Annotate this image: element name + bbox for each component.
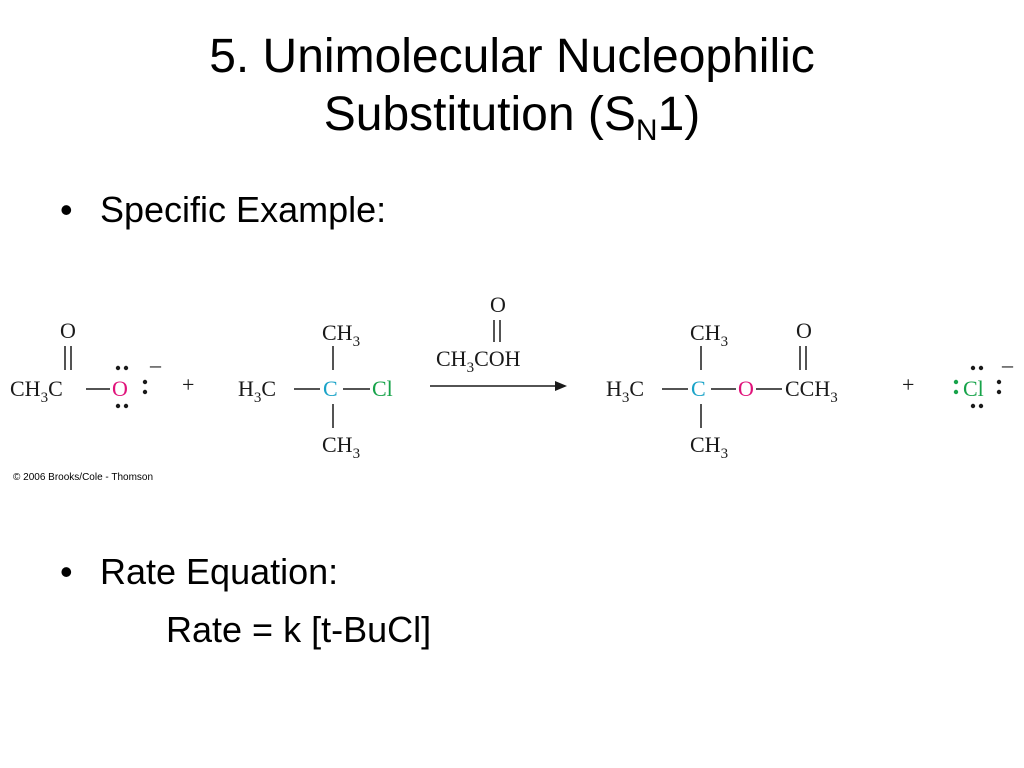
bullet-rate-equation: • Rate Equation:	[60, 550, 338, 594]
tbucl-ch3-top: CH3	[322, 320, 360, 350]
chloride-charge: –	[1001, 352, 1014, 377]
bullet-dot-icon: •	[60, 189, 73, 230]
copyright-notice: © 2006 Brooks/Cole - Thomson	[13, 472, 154, 483]
bullet-dot-icon: •	[60, 551, 73, 592]
acetate-carbonyl-o: O	[60, 318, 76, 343]
title-line-2-pre: Substitution (S	[323, 88, 636, 141]
reagent-formula: CH3COH	[436, 346, 521, 376]
tbucl-ch3-bottom: CH3	[322, 432, 360, 462]
product-ester-o: O	[738, 376, 754, 401]
plus-sign-2: +	[902, 372, 914, 397]
reaction-conditions: O CH3COH	[430, 292, 567, 391]
product-h3c: H3C	[606, 376, 644, 406]
acetate-ch3c: CH3C	[10, 376, 63, 406]
title-subscript: N	[635, 114, 658, 147]
tbutyl-acetate-product: CH3 H3C C O O CCH3 CH3	[606, 318, 838, 462]
acetate-charge: –	[149, 352, 162, 377]
rate-formula: Rate = k [t-BuCl]	[166, 609, 432, 650]
reaction-scheme: O CH3C O – + CH3 H3C C Cl CH3	[10, 292, 1014, 462]
title-line-2-post: 1)	[657, 88, 701, 141]
plus-sign-1: +	[182, 372, 194, 397]
product-central-c: C	[691, 376, 706, 401]
bullet-specific-example-label: Specific Example:	[100, 189, 387, 230]
tbucl-h3c: H3C	[238, 376, 276, 406]
title-line-1: 5. Unimolecular Nucleophilic	[209, 30, 815, 83]
bullet-specific-example: • Specific Example:	[60, 188, 386, 232]
product-cch3: CCH3	[785, 376, 838, 406]
acetate-anion-o: O	[112, 376, 128, 401]
tbucl-cl: Cl	[372, 376, 393, 401]
product-carbonyl-o: O	[796, 318, 812, 343]
bullet-rate-equation-label: Rate Equation:	[100, 551, 339, 592]
title-line-2: Substitution (SN1)	[0, 86, 1024, 147]
reaction-arrow-head-icon	[555, 381, 567, 391]
chloride-ion: Cl –	[953, 352, 1014, 409]
chloride-left-lone-pair	[953, 379, 959, 395]
chloride-lone-pairs	[970, 365, 1002, 409]
product-ch3-top: CH3	[690, 320, 728, 350]
slide-title: 5. Unimolecular Nucleophilic Substitutio…	[0, 28, 1024, 147]
tbucl-central-c: C	[323, 376, 338, 401]
acetate-lone-pairs	[115, 365, 148, 409]
tbutyl-chloride: CH3 H3C C Cl CH3	[238, 320, 393, 462]
product-ch3-bottom: CH3	[690, 432, 728, 462]
chloride-cl: Cl	[963, 376, 984, 401]
acetate-ion: O CH3C O –	[10, 318, 162, 409]
reagent-carbonyl-o: O	[490, 292, 506, 317]
